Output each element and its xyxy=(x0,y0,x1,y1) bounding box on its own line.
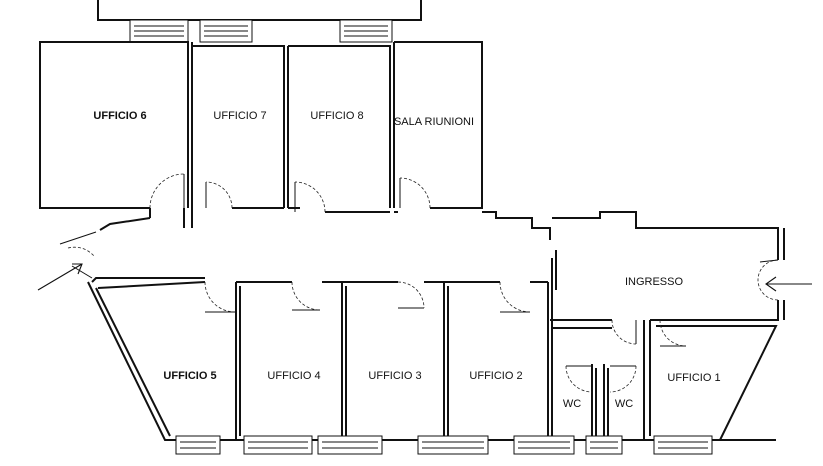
room-label-ufficio-8: UFFICIO 8 xyxy=(310,110,363,122)
window-icon xyxy=(199,19,253,43)
ufficio-6-walls xyxy=(39,41,189,209)
sala-riunioni-walls xyxy=(394,41,483,209)
room-label-ufficio-6: UFFICIO 6 xyxy=(93,110,146,122)
door-swing-icon xyxy=(294,181,326,213)
room-label-ufficio-7: UFFICIO 7 xyxy=(213,110,266,122)
window-icon xyxy=(129,19,189,43)
window-icon xyxy=(585,435,623,455)
window-icon xyxy=(243,435,313,455)
door-swing-icon xyxy=(59,231,97,279)
door-swing-icon xyxy=(499,281,531,313)
ufficio-8-walls xyxy=(288,45,391,208)
room-label-sala-riunioni: SALA RIUNIONI xyxy=(394,116,474,128)
door-swing-icon xyxy=(291,281,321,311)
room-label-ufficio-2: UFFICIO 2 xyxy=(469,370,522,382)
window-icon xyxy=(513,435,575,455)
door-swing-icon xyxy=(149,173,185,209)
room-label-ufficio-1: UFFICIO 1 xyxy=(667,372,720,384)
room-label-ufficio-3: UFFICIO 3 xyxy=(368,370,421,382)
door-swing-icon xyxy=(205,181,233,209)
window-icon xyxy=(339,19,393,43)
door-swing-icon xyxy=(659,319,687,347)
door-swing-icon xyxy=(611,319,637,345)
entrance-arrow-icon xyxy=(765,276,812,292)
room-label-ufficio-4: UFFICIO 4 xyxy=(267,370,320,382)
window-icon xyxy=(317,435,383,455)
door-swing-icon xyxy=(609,365,637,393)
room-label-wc-left: WC xyxy=(563,398,581,410)
room-label-wc-right: WC xyxy=(615,398,633,410)
bottom-windows xyxy=(175,435,713,455)
ufficio-5-walls xyxy=(87,281,776,441)
ufficio-7-walls xyxy=(192,45,285,208)
door-swing-icon xyxy=(757,259,779,301)
door-swing-icon xyxy=(204,281,236,313)
corridor-walls xyxy=(99,211,785,321)
window-icon xyxy=(417,435,489,455)
room-label-ingresso: INGRESSO xyxy=(625,276,684,288)
room-label-ufficio-5: UFFICIO 5 xyxy=(163,370,216,382)
window-icon xyxy=(653,435,713,455)
top-building-fragment xyxy=(97,0,422,43)
upper-offices xyxy=(39,41,483,228)
door-swing-icon xyxy=(565,365,593,393)
door-swing-icon xyxy=(397,281,425,309)
exit-arrow-icon xyxy=(37,263,83,291)
lower-offices xyxy=(87,250,778,441)
window-icon xyxy=(175,435,221,455)
door-swing-icon xyxy=(399,177,431,209)
